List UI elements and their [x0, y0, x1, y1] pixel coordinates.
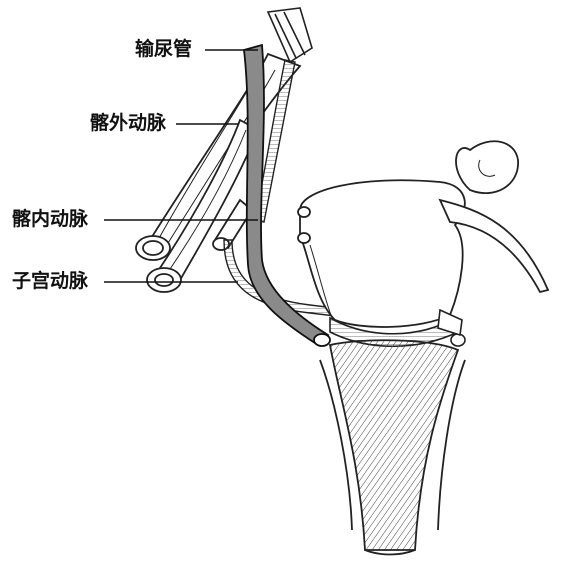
uterus-shape [298, 141, 548, 327]
external-iliac-artery-label: 髂外动脉 [90, 112, 166, 134]
uterine-artery-label: 子宫动脉 [12, 270, 88, 292]
vagina-shape [320, 340, 465, 554]
ureter-label: 输尿管 [135, 38, 192, 60]
upper-vessel-trunk [268, 8, 312, 62]
internal-iliac-artery-shape [147, 120, 258, 292]
internal-iliac-artery-label: 髂内动脉 [12, 208, 88, 230]
